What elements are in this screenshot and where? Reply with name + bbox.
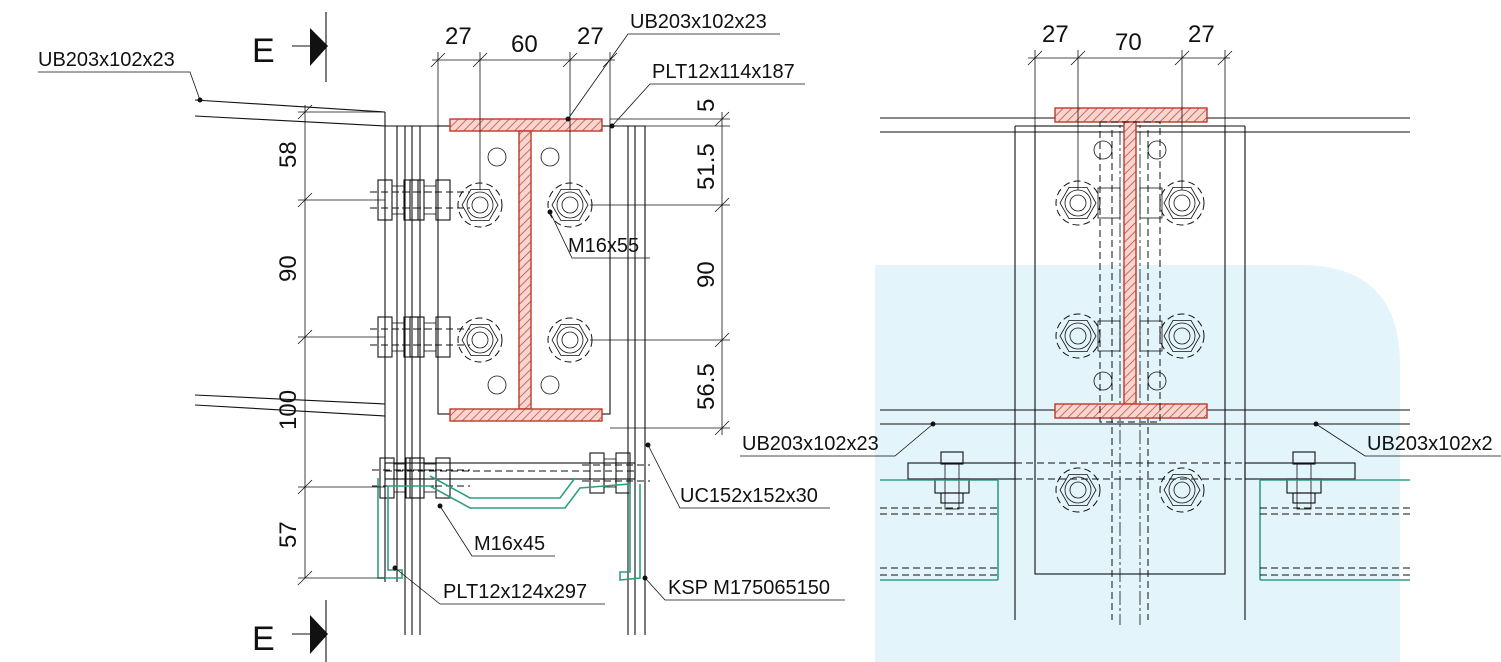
- dim-top-0: 27: [445, 23, 472, 50]
- dim-right-1: 51.5: [693, 143, 720, 190]
- bolt-left-cleat: [934, 451, 970, 510]
- dim-left-2: 100: [275, 390, 302, 430]
- label-column: UC152x152x30: [680, 485, 818, 507]
- label-beam-right: UB203x102x2: [1367, 433, 1493, 455]
- bolt-right-cleat: [1286, 451, 1322, 510]
- section-bottom-flange: [1054, 403, 1208, 419]
- right-section-view: 27 70 27 UB203x102x23 UB203x102x2: [740, 21, 1501, 625]
- label-beam-left: UB203x102x23: [742, 433, 879, 455]
- section-web: [1123, 121, 1137, 405]
- dim-top-2: 27: [577, 23, 604, 50]
- right-dim-top-2: 27: [1188, 21, 1215, 48]
- beam-section-web: [518, 130, 532, 410]
- label-bolt-lower: M16x45: [474, 533, 545, 555]
- label-beam-incoming: UB203x102x23: [38, 49, 175, 71]
- dim-left-3: 57: [275, 521, 302, 548]
- section-arrow-bottom-icon: [310, 615, 328, 654]
- dim-right-0: 5: [693, 99, 720, 112]
- dim-left-1: 90: [275, 255, 302, 282]
- dim-left-0: 58: [275, 141, 302, 168]
- right-dim-top-1: 70: [1115, 29, 1142, 56]
- dim-right-3: 56.5: [693, 363, 720, 410]
- right-dim-top-0: 27: [1042, 21, 1069, 48]
- section-mark-bottom: E: [252, 620, 275, 658]
- left-elevation-view: E E: [38, 11, 845, 662]
- section-mark-top: E: [252, 32, 275, 70]
- label-purlin: KSP M175065150: [668, 577, 830, 599]
- label-beam-top: UB203x102x23: [630, 11, 767, 33]
- dim-top-1: 60: [511, 31, 538, 58]
- section-arrow-top-icon: [310, 28, 328, 66]
- label-plate-top: PLT12x114x187: [652, 61, 795, 83]
- label-plate-bottom: PLT12x124x297: [443, 581, 587, 603]
- beam-section-bottom-flange: [449, 408, 603, 422]
- label-bolt-upper: M16x55: [568, 235, 639, 257]
- dim-right-2: 90: [693, 261, 720, 288]
- beam-section-top-flange: [449, 118, 603, 132]
